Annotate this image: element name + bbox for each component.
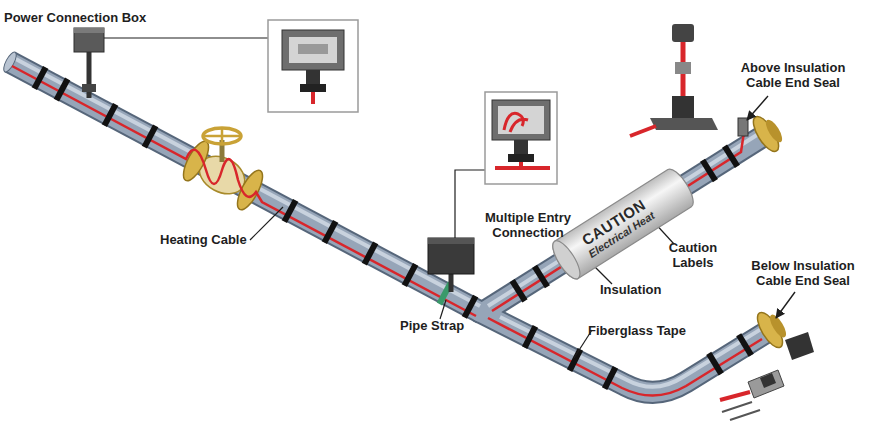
part-label: Insulation [600,282,680,297]
tape-band [282,199,299,223]
part-label: Below Insulation Cable End Seal [738,258,868,288]
junction-box-inside [289,37,337,63]
heating-cable [488,318,762,396]
pipe [10,62,482,313]
heating-cable [504,113,528,132]
heating-cable [519,162,523,168]
seal-cap [672,24,694,42]
tape-band [362,241,379,265]
tape-band [322,220,339,244]
junction-box [492,100,550,140]
tape-band [142,124,159,148]
junction-box-inside [498,106,544,134]
valve-flange [233,167,268,213]
tape-band [532,265,550,288]
box-gland [82,84,96,92]
tape-band [402,263,419,287]
part-label: Heating Cable [160,232,260,247]
part-label: Multiple Entry Connection [478,210,578,240]
seal-grommet [675,62,691,74]
end-seal [738,118,748,136]
box-lid [74,28,104,33]
heating-cable [12,66,476,316]
box-gland [306,70,320,84]
part-label: Caution Labels [662,240,724,270]
tape-band [102,103,119,127]
seal-screw [730,410,760,420]
tape-band [510,279,528,302]
pipe-highlight [12,57,480,306]
tape-band [722,144,740,167]
pipe-outline [478,311,770,392]
pipe-end [1,50,18,73]
inset-leader [104,37,268,38]
leader-arrow [747,96,768,120]
seal-connector-core [760,373,776,388]
tape-band [32,66,49,90]
part-label: Power Connection Box [4,10,194,25]
seal-plate [650,118,718,130]
tape-band [602,366,618,390]
box-lid [428,238,474,244]
box-stem [449,272,454,292]
heating-cable [630,126,656,136]
leader-arrow [776,292,795,318]
valve-spoke [221,128,224,144]
box-gland [514,140,528,154]
pipe-outline [10,62,482,313]
heating-cable [720,392,750,400]
insulation-end [548,237,585,283]
pipe-highlight [500,317,766,387]
tape-band [522,325,538,349]
inset-frame [268,20,358,112]
pipe [478,311,770,392]
part-label: Pipe Strap [400,318,480,333]
tape-band [567,348,583,372]
inset-leader [455,170,485,238]
heating-cable [311,92,315,104]
tape-band [462,295,479,319]
part-label: Fiberglass Tape [588,323,708,338]
seal-connector [748,370,784,398]
tape-band [736,333,754,357]
box-gland [508,154,534,162]
pipe-flange-face [763,117,785,144]
seal-body [672,96,694,118]
junction-box [282,30,344,70]
seal-body [785,332,814,360]
tape-band [706,352,724,376]
valve-handwheel [203,128,241,144]
tape-band [700,159,718,182]
part-label: Above Insulation Cable End Seal [728,60,858,90]
terminal-block [298,44,328,54]
power-connection-box [74,28,104,52]
box-gland [300,84,326,92]
seal-screw [722,402,752,412]
tape-band [54,78,71,102]
leader-line [440,300,446,319]
multiple-entry-box [428,238,474,274]
leader-line [250,207,283,240]
inset-frame [485,92,557,184]
